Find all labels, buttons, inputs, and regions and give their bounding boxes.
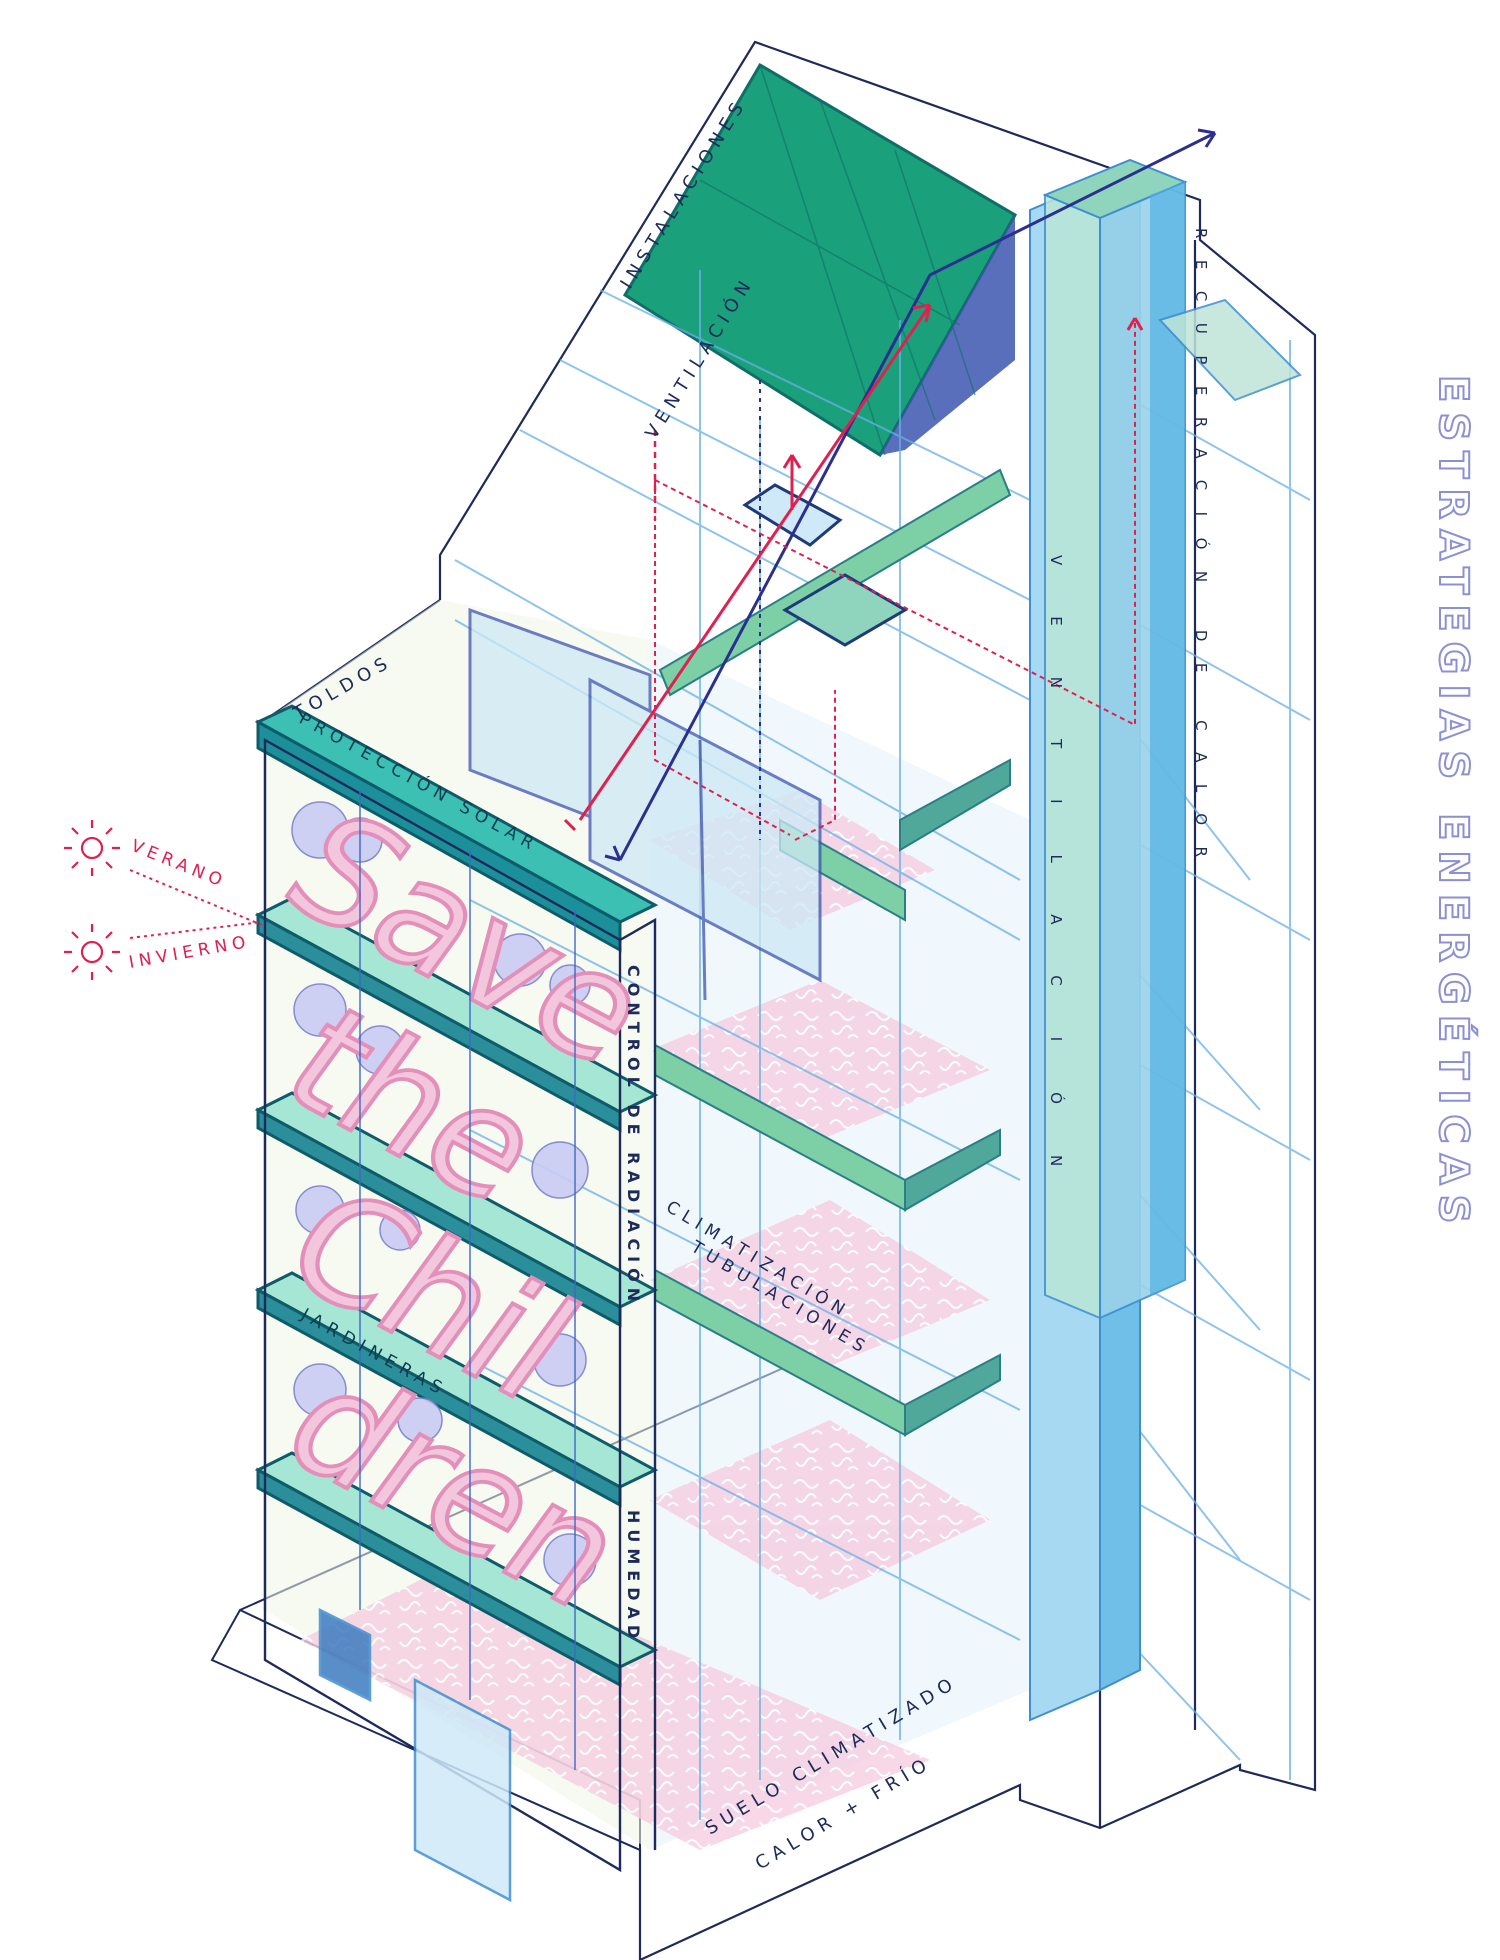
entrance-door bbox=[318, 1607, 512, 1903]
facade-plants bbox=[291, 801, 597, 1587]
sun-winter-icon bbox=[64, 924, 120, 980]
heat-recovery-column bbox=[1042, 158, 1188, 1320]
front-facade-frame bbox=[263, 737, 657, 1873]
label-invierno: INVIERNO bbox=[127, 932, 252, 973]
label-control-radiacion: CONTROL DE RADIACIÓN bbox=[624, 965, 643, 1307]
label-humedad: HUMEDAD bbox=[624, 1510, 643, 1644]
sun-summer-icon bbox=[64, 820, 120, 876]
roof-recovery-ledge bbox=[1158, 298, 1302, 402]
label-ventilacion-vertical: VENTILACIÓN bbox=[1047, 555, 1066, 1217]
roof-solar-panels bbox=[622, 62, 1018, 458]
navy-exhaust-arrow bbox=[618, 131, 1216, 861]
heat-flow-arrows bbox=[563, 303, 1144, 841]
sun-rays bbox=[129, 869, 263, 939]
planter-ledges bbox=[254, 896, 659, 1688]
ventilation-flow-arrows bbox=[604, 128, 1217, 862]
label-recuperacion-calor: RECUPERACIÓN DE CALOR bbox=[1192, 228, 1211, 878]
page-title: ESTRATEGIAS ENERGÉTICAS bbox=[1430, 375, 1478, 1233]
climate-ducts bbox=[654, 468, 1012, 1437]
facade-mullions bbox=[359, 790, 576, 1770]
floor-slabs bbox=[300, 790, 990, 1850]
label-verano: VERANO bbox=[128, 836, 229, 892]
